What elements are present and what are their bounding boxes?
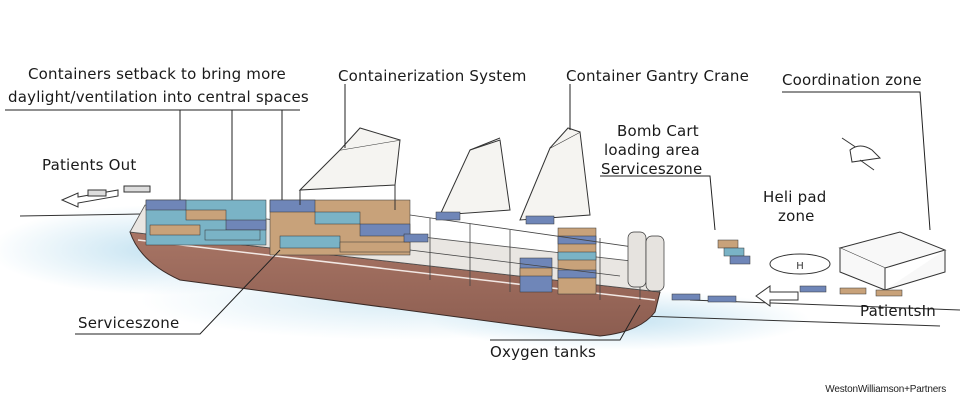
label-heli-pad-2: zone xyxy=(778,207,815,225)
gantry-crane-1 xyxy=(298,127,401,210)
label-services-zone-top: Serviceszone xyxy=(601,160,703,178)
helicopter-icon xyxy=(841,137,882,171)
oxygen-tanks-graphic xyxy=(627,231,665,292)
label-containers-setback-2: daylight/ventilation into central spaces xyxy=(8,88,309,106)
gantry-crane-2 xyxy=(439,137,511,216)
label-oxygen-tanks: Oxygen tanks xyxy=(490,343,597,361)
patients-out-arrow xyxy=(60,185,151,208)
bomb-cart-containers xyxy=(717,239,751,265)
credit-text: WestonWilliamson+Partners xyxy=(825,384,946,395)
svg-text:H: H xyxy=(796,261,804,272)
suspended-containers xyxy=(403,211,555,243)
label-coordination-zone: Coordination zone xyxy=(782,71,922,89)
label-heli-pad-1: Heli pad xyxy=(763,188,827,206)
label-bomb-cart-1: Bomb Cart xyxy=(617,122,699,140)
container-stack-bow xyxy=(145,199,267,246)
patients-in-arrow xyxy=(755,285,799,307)
gantry-crane-3 xyxy=(519,127,591,221)
container-stack-mid xyxy=(269,199,411,256)
leader-lines xyxy=(5,84,931,341)
label-containers-setback-1: Containers setback to bring more xyxy=(28,65,286,83)
label-services-zone-bottom: Serviceszone xyxy=(78,314,180,332)
patients-in-vehicles xyxy=(671,285,903,303)
label-containerization-system: Containerization System xyxy=(338,67,527,85)
label-bomb-cart-2: loading area xyxy=(604,141,700,159)
label-container-gantry-crane: Container Gantry Crane xyxy=(566,67,750,85)
label-patients-out: Patients Out xyxy=(42,156,137,174)
heli-pad-graphic: H xyxy=(769,253,831,275)
label-patients-in: PatientsIn xyxy=(860,302,936,320)
container-stack-stern xyxy=(519,227,597,295)
coordination-building xyxy=(838,231,947,291)
